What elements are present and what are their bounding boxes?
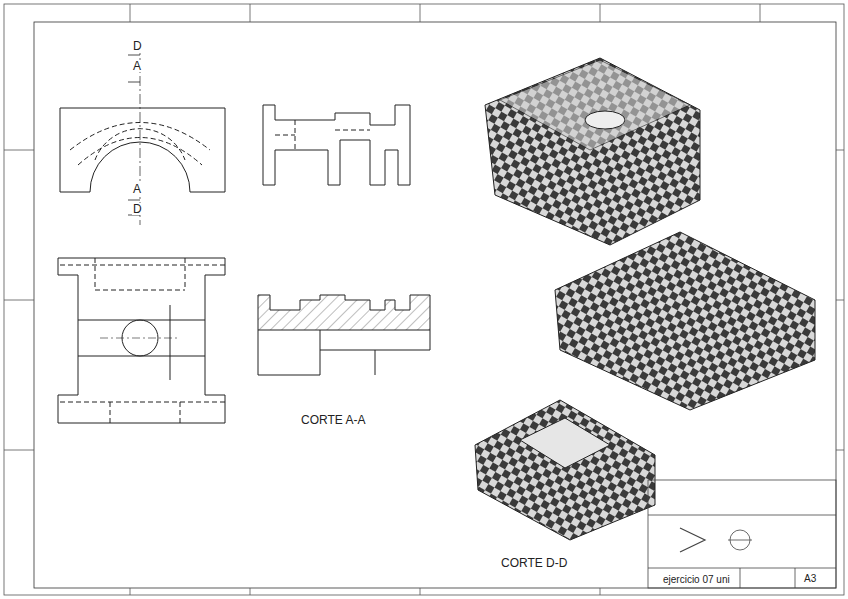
front-view	[60, 40, 225, 225]
section-view	[258, 295, 430, 375]
section-letter: A	[132, 183, 142, 195]
section-letter: D	[132, 203, 143, 215]
section-letter: D	[132, 40, 143, 52]
isometric-view	[475, 58, 815, 540]
view-caption: CORTE D-D	[500, 557, 568, 569]
view-caption: CORTE A-A	[300, 414, 366, 426]
side-view	[263, 105, 410, 185]
top-view	[58, 258, 225, 423]
title-block	[648, 480, 836, 588]
sheet-frame	[4, 4, 844, 595]
section-letter: A	[132, 60, 142, 72]
drawing-title: ejercicio 07 uni	[662, 575, 731, 585]
sheet-size: A3	[803, 574, 817, 584]
